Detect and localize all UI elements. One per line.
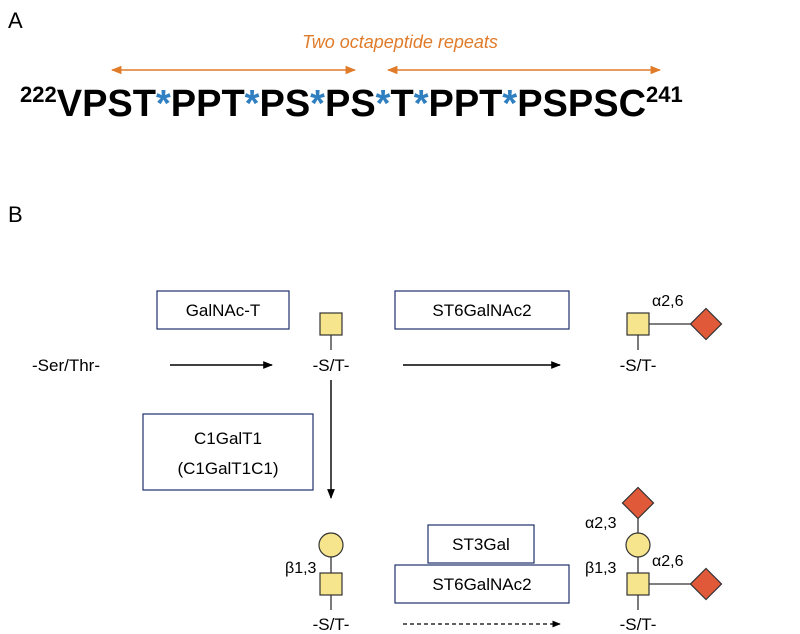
galnac-t-label: GalNAc-T	[186, 301, 261, 320]
start-residue-number: 222	[20, 82, 57, 107]
disialyl-t-a26-sialic-acid-icon	[689, 567, 723, 601]
stn-a26-linkage: α2,6	[652, 293, 684, 310]
stn-galnac-icon	[626, 312, 650, 336]
st6galnac2-top-label: ST6GalNAc2	[432, 301, 531, 320]
segment-7: PSPSC	[517, 83, 646, 125]
glyco-site-3: *	[310, 83, 325, 125]
stn-sialic-acid-icon	[689, 307, 723, 341]
segment-4: PS	[325, 83, 376, 125]
galnac-t-box	[156, 290, 290, 330]
c1galt1c1-label: (C1GalT1C1)	[177, 459, 278, 478]
st6galnac2-bottom-label: ST6GalNAc2	[432, 575, 531, 594]
st3gal-box	[427, 524, 535, 564]
segment-2: PPT	[171, 83, 245, 125]
end-residue-number: 241	[646, 82, 683, 107]
segment-6: PPT	[428, 83, 502, 125]
panel-b-label: B	[8, 202, 23, 227]
t-gal-icon	[318, 532, 344, 558]
repeat-label: Two octapeptide repeats	[302, 32, 498, 52]
panel-a-label: A	[8, 8, 23, 33]
st3gal-label: ST3Gal	[452, 535, 510, 554]
disialyl-t-b13-linkage: β1,3	[585, 560, 617, 577]
glyco-site-2: *	[245, 83, 260, 125]
glyco-site-5: *	[414, 83, 429, 125]
segment-1: VPST	[57, 83, 156, 125]
st6galnac2-top-box	[394, 290, 570, 330]
galnac-icon	[319, 312, 343, 336]
t-galnac-icon	[319, 572, 343, 596]
peptide-sequence: 222VPST*PPT*PS*PS*T*PPT*PSPSC241	[20, 82, 683, 125]
disialyl-t-a23-linkage: α2,3	[585, 515, 617, 532]
segment-5: T	[390, 83, 413, 125]
glyco-site-1: *	[156, 83, 171, 125]
t-b13-linkage: β1,3	[285, 560, 317, 577]
segment-3: PS	[259, 83, 310, 125]
glyco-site-4: *	[376, 83, 391, 125]
tn-st-residue: -S/T-	[313, 356, 350, 375]
disialyl-t-st-residue: -S/T-	[620, 615, 657, 634]
c1galt1-box	[142, 413, 314, 491]
st6galnac2-bottom-box	[394, 564, 570, 604]
disialyl-t-gal-icon	[625, 532, 651, 558]
t-st-residue: -S/T-	[313, 615, 350, 634]
ser-thr-residue: -Ser/Thr-	[32, 356, 100, 375]
c1galt1-label: C1GalT1	[194, 429, 262, 448]
stn-st-residue: -S/T-	[620, 356, 657, 375]
disialyl-t-a23-sialic-acid-icon	[621, 486, 655, 520]
glyco-site-6: *	[502, 83, 517, 125]
disialyl-t-a26-linkage: α2,6	[652, 553, 684, 570]
disialyl-t-galnac-icon	[626, 572, 650, 596]
